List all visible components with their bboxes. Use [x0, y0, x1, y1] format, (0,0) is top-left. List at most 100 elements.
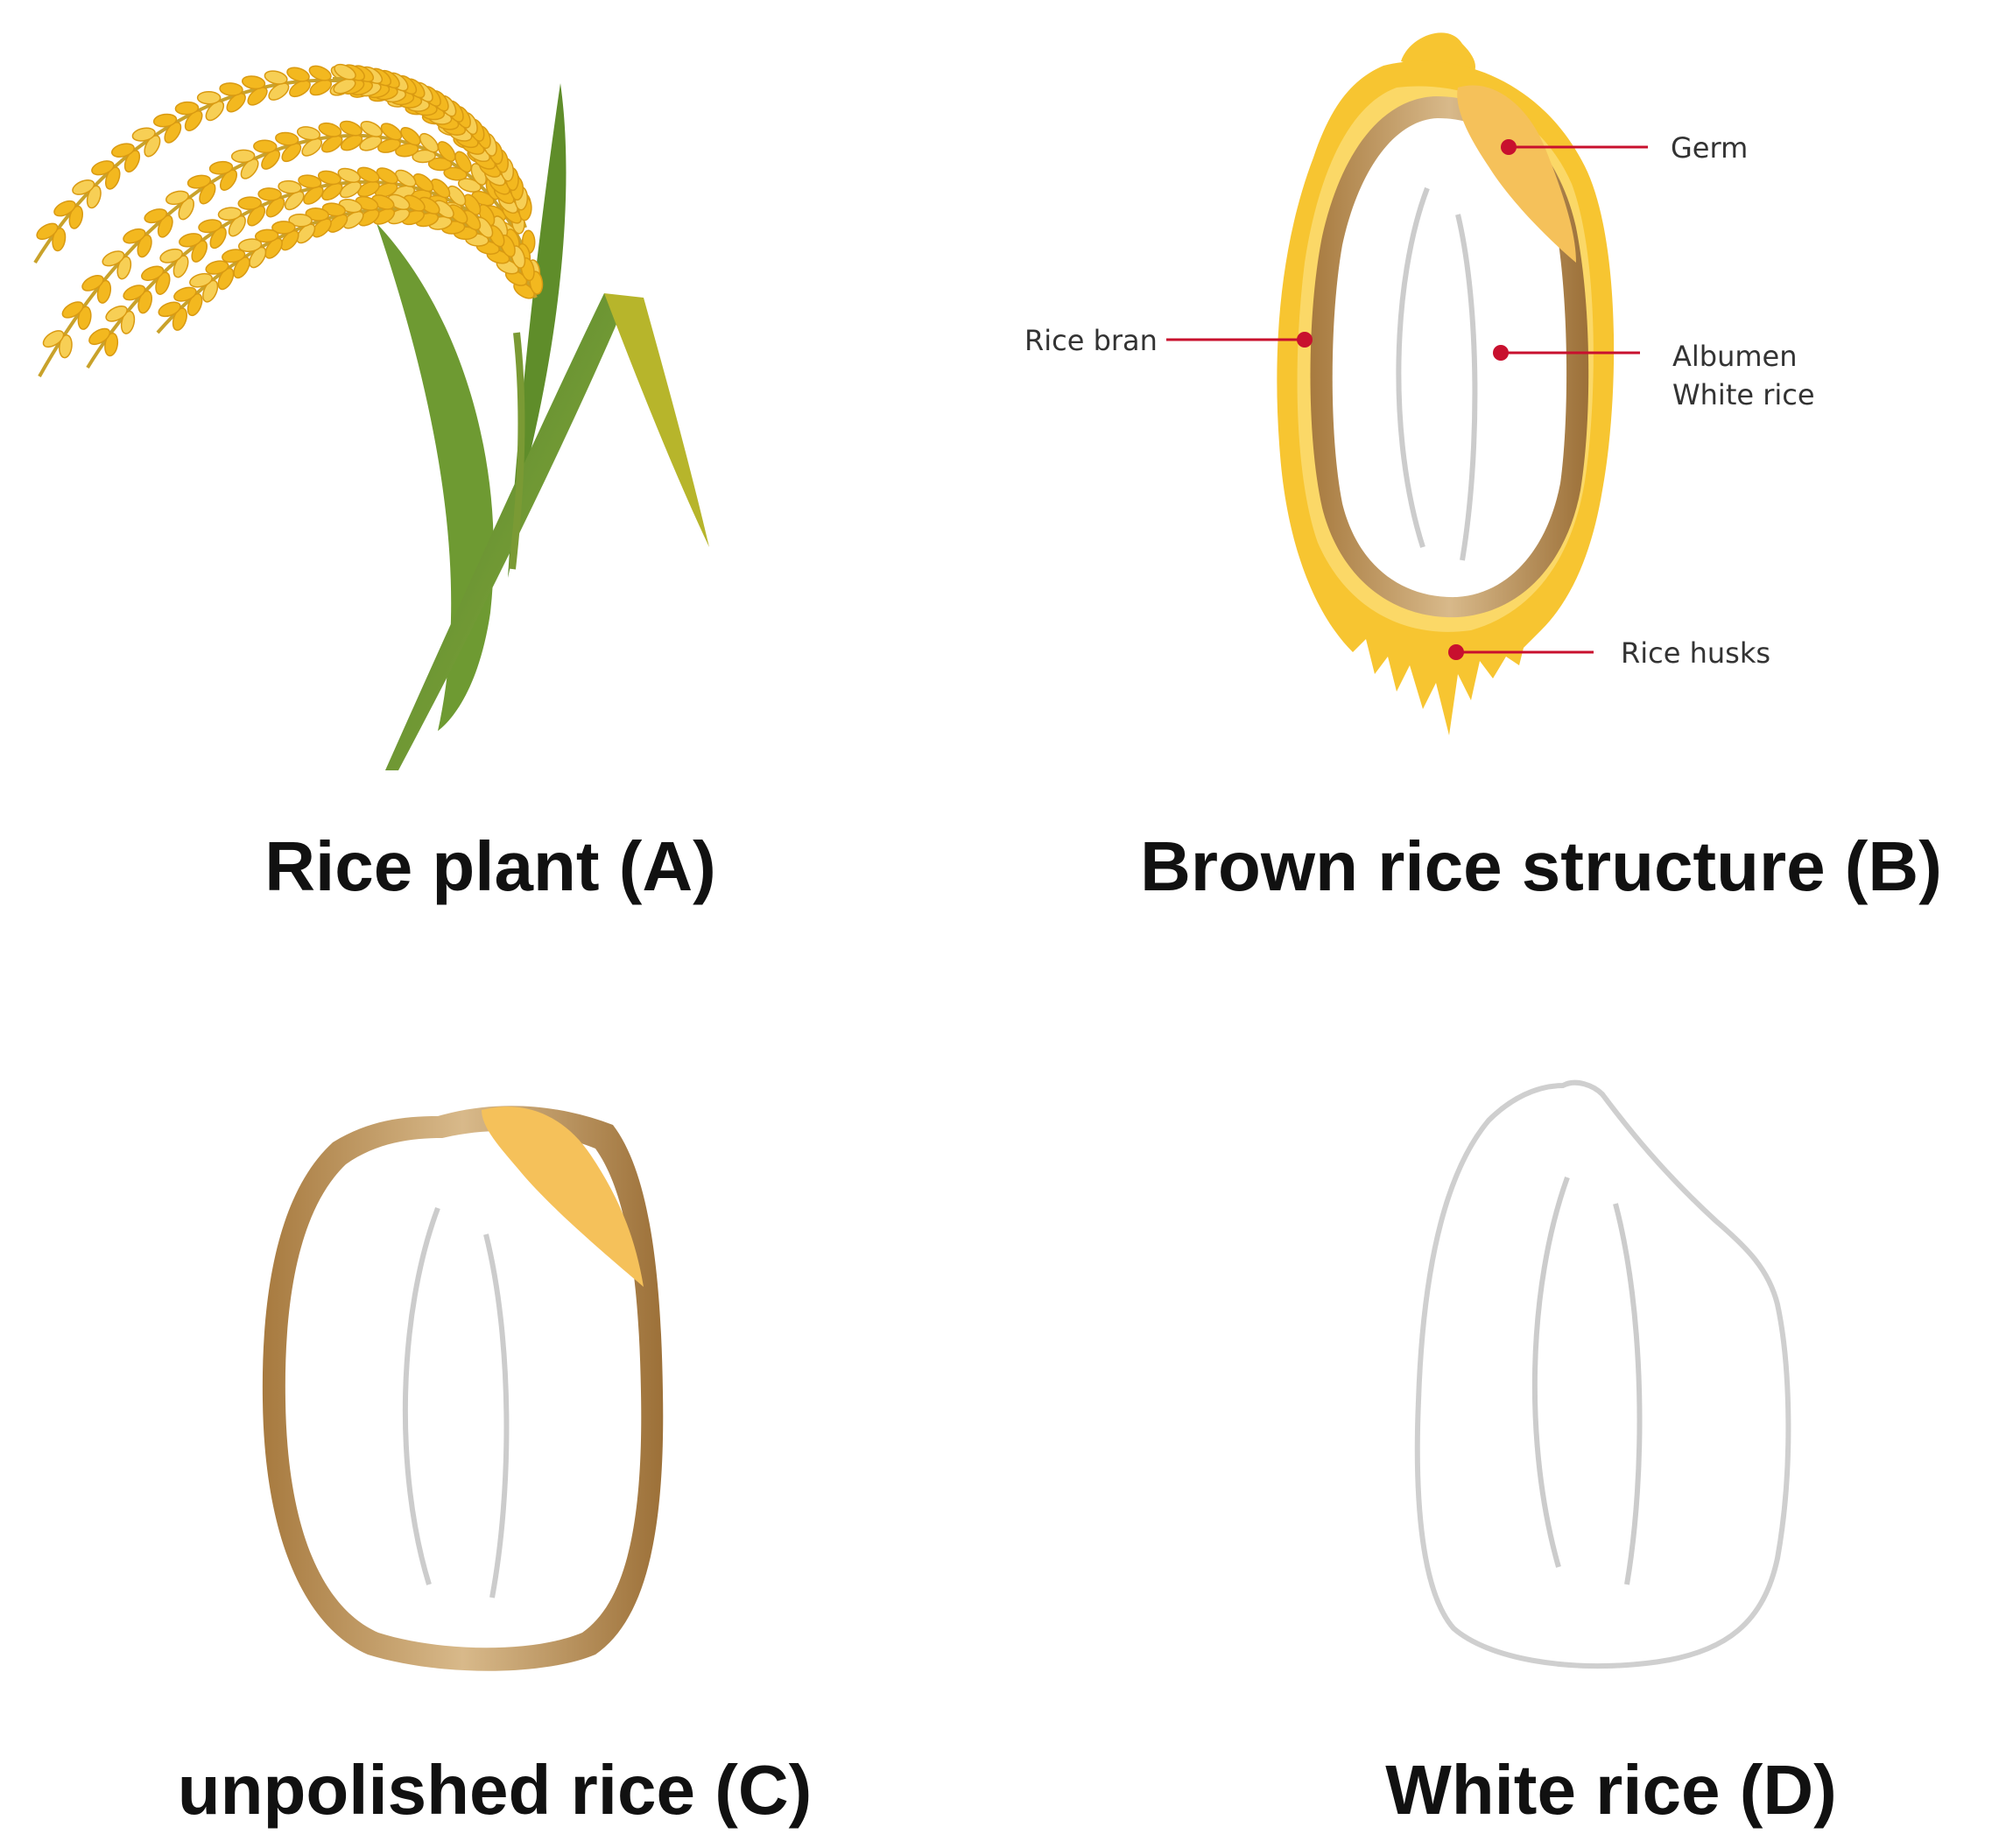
rice-spikelet: [356, 166, 380, 183]
rice-spikelet: [249, 246, 267, 269]
callout-label-albumen: Albumen: [1672, 340, 1798, 373]
white-rice-outline: [1414, 1079, 1791, 1669]
rice-spikelet: [380, 123, 403, 141]
rice-spikelet: [152, 113, 178, 128]
rice-spikelet: [430, 179, 451, 199]
rice-spikelet: [374, 182, 398, 198]
rice-spikelet: [395, 169, 417, 187]
rice-spikelet: [155, 271, 171, 295]
rice-spikelet: [144, 208, 168, 224]
rice-spikelet: [217, 207, 243, 221]
rice-spikelet: [340, 134, 363, 151]
rice-spikelet: [339, 120, 362, 137]
rice-spikelet: [52, 228, 67, 252]
rice-spikelet: [226, 93, 246, 113]
rice-spikelet: [339, 180, 362, 199]
rice-spikelet: [264, 70, 288, 85]
rice-spikelet: [187, 174, 212, 189]
rice-spikelet: [131, 127, 156, 142]
rice-spikelet: [77, 306, 92, 330]
rice-spikelet: [454, 151, 472, 173]
rice-spikelet: [81, 275, 104, 292]
rice-spikelet: [189, 272, 213, 288]
rice-spikelet: [278, 179, 302, 194]
rice-spikelet: [53, 200, 76, 217]
rice-spikelet: [123, 285, 146, 301]
rice-spikelet: [61, 301, 84, 319]
rice-spikelet: [357, 180, 380, 198]
rice-spikelet: [447, 185, 467, 207]
rice-spikelet: [395, 143, 419, 158]
rice-spikelet: [199, 182, 216, 205]
rice-spikelet: [137, 290, 153, 314]
rice-spikelet: [36, 222, 59, 240]
grain-crease-right: [1455, 214, 1478, 561]
callout-rice-husks: Rice husks: [1448, 636, 1770, 670]
albumen: [1332, 118, 1567, 598]
rice-spikelet: [91, 160, 115, 176]
rice-spikelet: [164, 122, 182, 144]
rice-spikelet: [286, 67, 310, 82]
callout-label-white-rice: White rice: [1672, 378, 1815, 411]
panel-title-rice-plant: Rice plant (A): [264, 827, 716, 905]
white-rice-grain-illustration: [1414, 1079, 1791, 1669]
rice-spikelet: [289, 80, 311, 98]
rice-spikelet: [327, 214, 348, 233]
rice-spikelet: [219, 169, 238, 191]
rice-spikelet: [253, 139, 278, 154]
rice-spikelet: [104, 332, 119, 357]
rice-spikelet: [217, 267, 235, 291]
rice-spikelet: [205, 260, 229, 275]
unpolished-crease-left: [402, 1206, 440, 1585]
white-rice-crease-right: [1613, 1203, 1643, 1585]
rice-spikelet: [419, 132, 440, 153]
rice-spikelet: [141, 265, 165, 282]
white-rice-crease-left: [1531, 1176, 1570, 1568]
callout-label-rice-husks: Rice husks: [1621, 636, 1770, 670]
rice-spikelet: [86, 185, 102, 209]
rice-spikelet: [184, 109, 203, 131]
rice-spikelet: [228, 214, 246, 237]
rice-spikelet: [187, 292, 203, 317]
rice-spikelet: [284, 191, 305, 211]
rice-spikelet: [222, 249, 246, 263]
rice-spikelet: [301, 137, 323, 157]
rice-spikelet: [172, 255, 189, 278]
rice-spikelet: [196, 90, 222, 105]
panel-title-unpolished-rice: unpolished rice (C): [177, 1751, 813, 1829]
rice-spikelet: [240, 158, 259, 179]
rice-spikelet: [281, 143, 302, 163]
grain-crease-left: [1396, 186, 1430, 548]
leaf-bent-tip: [604, 293, 709, 547]
rice-spikelet: [42, 330, 65, 348]
rice-spikelet: [198, 219, 222, 234]
rice-spikelet: [317, 170, 341, 186]
rice-spikelet: [104, 166, 121, 190]
rice-spikelet: [333, 78, 356, 95]
unpolished-germ: [482, 1107, 644, 1287]
rice-spikelet: [320, 135, 343, 153]
rice-spikelet: [321, 182, 343, 201]
rice-spikelet: [173, 286, 197, 302]
unpolished-rice-grain-illustration: [262, 1106, 664, 1671]
rice-spikelet: [264, 237, 283, 259]
rice-spikelet: [137, 234, 152, 258]
rice-spikelet: [309, 79, 333, 96]
unpolished-crease-right: [483, 1233, 510, 1599]
rice-spikelet: [72, 179, 95, 195]
rice-spikelet: [111, 143, 135, 158]
rice-spikelet: [254, 228, 279, 243]
panel-title-brown-rice-structure: Brown rice structure (B): [1140, 827, 1942, 905]
panel-title-white-rice: White rice (D): [1385, 1751, 1837, 1829]
rice-spikelet: [257, 187, 282, 201]
rice-spikelet: [337, 167, 362, 183]
unpolished-albumen: [285, 1130, 642, 1648]
rice-spikelet: [123, 150, 141, 173]
rice-spikelet: [191, 240, 208, 263]
rice-spikelet: [205, 100, 225, 122]
leaf-left: [377, 223, 494, 731]
rice-spikelet: [105, 305, 128, 322]
rice-spikelet: [443, 166, 468, 181]
rice-spikelet: [237, 196, 262, 210]
rice-spikelet: [359, 135, 383, 151]
